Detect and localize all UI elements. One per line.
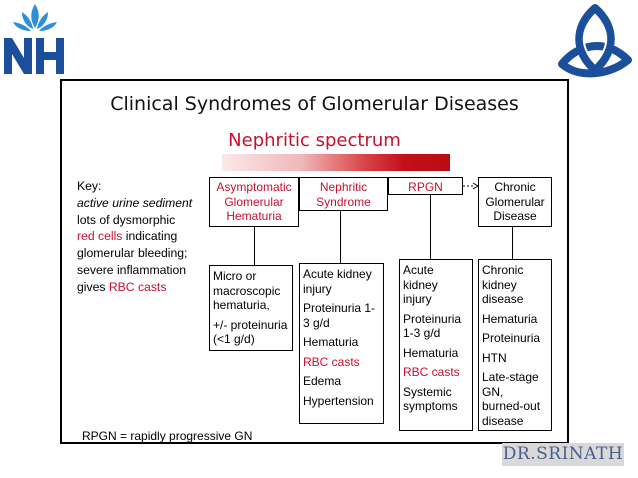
key-legend: Key: active urine sediment lots of dysmo… (77, 178, 212, 296)
slide-title: Clinical Syndromes of Glomerular Disease… (110, 93, 519, 115)
detail-rbc-casts: RBC casts (403, 365, 460, 379)
dr-srinath-watermark: DR.SRINATH (502, 443, 624, 466)
key-line-d: severe inflammation (77, 262, 187, 277)
details-rpgn: Acute kidney injury Proteinuria 1-3 g/d … (399, 259, 473, 431)
details-chronic-glomerular-disease: Chronic kidney disease Hematuria Protein… (478, 259, 552, 431)
header-chronic-glomerular-disease: Chronic Glomerular Disease (478, 177, 552, 227)
connector-line-4 (512, 227, 513, 259)
detail-hematuria: Hematuria (482, 311, 538, 326)
details-nephritic-syndrome: Acute kidney injury Proteinuria 1-3 g/d … (299, 263, 384, 424)
detail-edema: Edema (303, 374, 342, 388)
nephritic-spectrum-gradient-bar (222, 154, 450, 171)
detail-aki: Acute kidney injury (403, 263, 438, 306)
connector-line-1 (254, 227, 255, 266)
key-line-b: indicating (125, 229, 178, 244)
detail-proteinuria: Proteinuria (482, 331, 541, 345)
key-heading: Key: (77, 179, 102, 193)
details-asymptomatic-hematuria: Micro or macroscopic hematuria, +/- prot… (209, 265, 293, 351)
detail-hematuria: Hematuria (403, 345, 459, 360)
header-asymptomatic-hematuria: Asymptomatic Glomerular Hematuria (209, 177, 299, 227)
detail-aki: Acute kidney injury (303, 267, 372, 296)
detail-proteinuria: +/- proteinuria (<1 g/d) (213, 317, 288, 347)
connector-line-3 (430, 195, 431, 259)
slide-frame: Clinical Syndromes of Glomerular Disease… (60, 79, 569, 444)
detail-proteinuria: Proteinuria 1-3 g/d (403, 311, 462, 341)
nephritic-spectrum-label: Nephritic spectrum (228, 130, 401, 151)
detail-hematuria: Micro or macroscopic hematuria, (213, 269, 281, 312)
key-italic-text: active urine sediment (77, 195, 193, 210)
key-line-a: lots of dysmorphic (77, 212, 176, 227)
narayana-health-logo (4, 4, 64, 74)
rpgn-to-chronic-arrow (463, 182, 479, 190)
detail-proteinuria: Proteinuria 1-3 g/d (303, 301, 376, 330)
rpgn-footnote: RPGN = rapidly progressive GN (82, 429, 253, 443)
detail-hematuria: Hematuria (303, 335, 359, 349)
key-gives: gives (77, 279, 106, 294)
key-line-c: glomerular bleeding; (77, 246, 188, 261)
detail-htn: HTN (482, 350, 507, 365)
detail-rbc-casts: RBC casts (303, 354, 360, 369)
detail-hypertension: Hypertension (303, 393, 374, 408)
key-red-cells: red cells (77, 229, 123, 244)
connector-line-2 (340, 211, 341, 265)
detail-systemic-symptoms: Systemic symptoms (403, 384, 458, 414)
key-rbc-casts: RBC casts (108, 279, 167, 294)
header-nephritic-syndrome: Nephritic Syndrome (299, 177, 388, 211)
trinity-knot-logo (558, 4, 632, 78)
detail-late-stage-gn: Late-stage GN, burned-out disease (482, 370, 541, 428)
detail-ckd: Chronic kidney disease (482, 263, 524, 306)
header-rpgn: RPGN (388, 177, 463, 195)
